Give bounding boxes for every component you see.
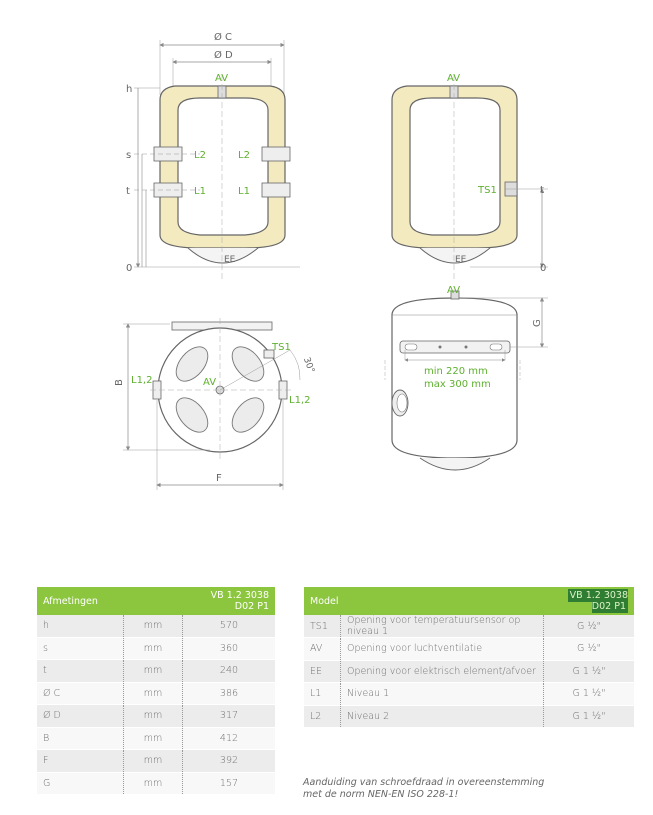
ee-label-side: EE bbox=[455, 255, 467, 265]
dimensions-header-left: Afmetingen bbox=[37, 587, 183, 615]
model-code: TS1 bbox=[304, 615, 341, 638]
h-label: h bbox=[126, 84, 132, 95]
b-label: B bbox=[114, 379, 125, 386]
av-label-top: AV bbox=[203, 377, 216, 388]
dim-label: G bbox=[37, 772, 124, 795]
side-view bbox=[391, 75, 548, 282]
f-label: F bbox=[216, 473, 222, 484]
dim-label: B bbox=[37, 727, 124, 750]
l12-label-left: L1,2 bbox=[131, 375, 152, 386]
table-row: F mm 392 bbox=[37, 749, 275, 773]
dim-label: h bbox=[37, 615, 124, 638]
dim-unit: mm bbox=[123, 772, 183, 795]
model-code: EE bbox=[304, 660, 341, 683]
table-row: Ø C mm 386 bbox=[37, 682, 275, 705]
dim-value: 317 bbox=[182, 704, 275, 728]
dim-unit: mm bbox=[123, 682, 183, 705]
zero-label-front: 0 bbox=[126, 263, 132, 274]
technical-drawings: Ø C Ø D AV h s t 0 L2 L1 L2 L1 EE AV TS1… bbox=[114, 31, 548, 490]
ts1-label-top: TS1 bbox=[271, 342, 291, 353]
dim-label: s bbox=[37, 637, 124, 660]
dim-unit: mm bbox=[123, 659, 183, 683]
t-label: t bbox=[126, 186, 130, 197]
g-label: G bbox=[532, 319, 543, 327]
back-view bbox=[384, 290, 548, 471]
table-row: L1 Niveau 1 G 1 ½" bbox=[304, 682, 634, 706]
ts1-label-side: TS1 bbox=[477, 185, 497, 196]
dimensions-table: Afmetingen VB 1.2 3038 D02 P1 h mm 570 s… bbox=[37, 587, 275, 795]
model-desc: Niveau 2 bbox=[340, 705, 544, 728]
l2-label-left: L2 bbox=[194, 150, 206, 161]
model-code: L1 bbox=[304, 682, 341, 706]
model-value: G 1 ½" bbox=[543, 682, 634, 706]
note-line-2: met de norm NEN-EN ISO 228-1! bbox=[303, 789, 459, 800]
table-row: t mm 240 bbox=[37, 659, 275, 683]
dim-value: 157 bbox=[182, 772, 275, 795]
dim-value: 392 bbox=[182, 749, 275, 773]
dim-label: t bbox=[37, 659, 124, 683]
table-row: EE Opening voor elektrisch element/afvoe… bbox=[304, 660, 634, 683]
model-value: G 1 ½" bbox=[543, 705, 634, 728]
dim-label: F bbox=[37, 749, 124, 773]
front-view bbox=[134, 40, 300, 282]
av-label-front: AV bbox=[215, 73, 228, 84]
t-label-side: t bbox=[540, 185, 544, 196]
dim-unit: mm bbox=[123, 704, 183, 728]
dim-value: 412 bbox=[182, 727, 275, 750]
dim-oc-label: Ø C bbox=[214, 31, 232, 43]
angle-label: 30° bbox=[301, 356, 316, 374]
l12-label-right: L1,2 bbox=[289, 395, 310, 406]
table-row: G mm 157 bbox=[37, 772, 275, 795]
table-row: B mm 412 bbox=[37, 727, 275, 750]
dim-label: Ø C bbox=[37, 682, 124, 705]
model-code: AV bbox=[304, 637, 341, 661]
table-row: s mm 360 bbox=[37, 637, 275, 660]
dim-value: 240 bbox=[182, 659, 275, 683]
model-header-right: VB 1.2 3038 D02 P1 bbox=[567, 589, 628, 613]
model-desc: Opening voor luchtventilatie bbox=[340, 637, 544, 661]
dimensions-header-right: VB 1.2 3038 D02 P1 bbox=[182, 587, 275, 615]
dim-od-label: Ø D bbox=[214, 49, 233, 61]
model-table: Model VB 1.2 3038 D02 P1 TS1 Opening voo… bbox=[304, 587, 634, 728]
dim-value: 570 bbox=[182, 615, 275, 638]
dim-label: Ø D bbox=[37, 704, 124, 728]
dim-value: 360 bbox=[182, 637, 275, 660]
table-row: Ø D mm 317 bbox=[37, 704, 275, 728]
min-label: min 220 mm bbox=[424, 366, 488, 377]
model-value: G ½" bbox=[543, 637, 634, 661]
max-label: max 300 mm bbox=[424, 379, 491, 390]
dim-value: 386 bbox=[182, 682, 275, 705]
l1-label-right: L1 bbox=[238, 186, 250, 197]
l2-label-right: L2 bbox=[238, 150, 250, 161]
dim-unit: mm bbox=[123, 615, 183, 638]
ee-label-front: EE bbox=[224, 255, 236, 265]
table-row: h mm 570 bbox=[37, 615, 275, 638]
model-value: G 1 ½" bbox=[543, 660, 634, 683]
l1-label-left: L1 bbox=[194, 186, 206, 197]
model-header-left: Model bbox=[304, 587, 544, 615]
dim-unit: mm bbox=[123, 637, 183, 660]
note-line-1: Aanduiding van schroefdraad in overeenst… bbox=[303, 777, 545, 788]
table-row: TS1 Opening voor temperatuursensor op ni… bbox=[304, 615, 634, 638]
top-view bbox=[123, 318, 301, 490]
av-label-back: AV bbox=[447, 285, 460, 296]
zero-label-side: 0 bbox=[540, 263, 546, 274]
dim-unit: mm bbox=[123, 727, 183, 750]
model-desc: Opening voor elektrisch element/afvoer bbox=[340, 660, 544, 683]
s-label: s bbox=[126, 150, 131, 161]
av-label-side: AV bbox=[447, 73, 460, 84]
thread-note: Aanduiding van schroefdraad in overeenst… bbox=[303, 777, 544, 801]
model-value: G ½" bbox=[543, 615, 634, 638]
model-desc: Opening voor temperatuursensor op niveau… bbox=[340, 615, 544, 638]
table-row: AV Opening voor luchtventilatie G ½" bbox=[304, 637, 634, 661]
table-row: L2 Niveau 2 G 1 ½" bbox=[304, 705, 634, 728]
model-code: L2 bbox=[304, 705, 341, 728]
dim-unit: mm bbox=[123, 749, 183, 773]
model-desc: Niveau 1 bbox=[340, 682, 544, 706]
